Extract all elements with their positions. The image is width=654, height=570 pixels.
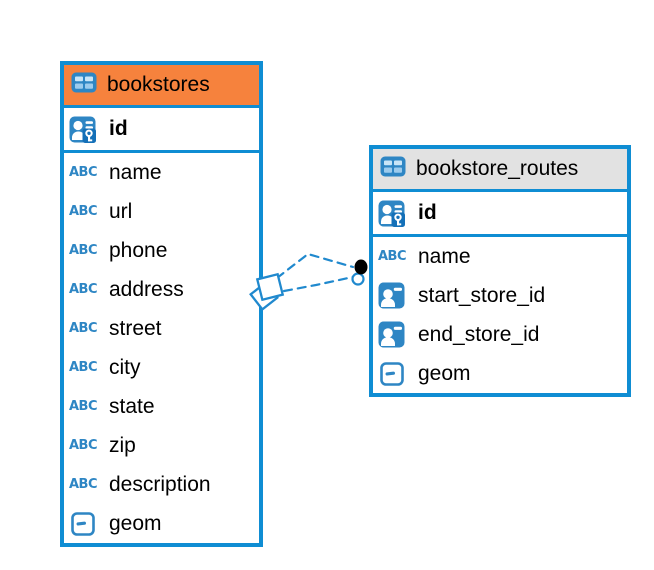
table-bookstores-header[interactable]: bookstores [64, 65, 259, 105]
text-type-icon: ABC [69, 282, 98, 297]
relationship-lines[interactable] [249, 252, 368, 311]
column-row-state[interactable]: ABC state [64, 387, 259, 426]
table-bookstores[interactable]: bookstores id ABC n [60, 61, 263, 547]
column-row-id[interactable]: id [373, 192, 627, 234]
text-type-icon: ABC [69, 321, 98, 336]
text-type-icon: ABC [69, 165, 98, 180]
column-row-geom[interactable]: geom [373, 354, 627, 393]
column-name: id [418, 201, 437, 224]
column-name: url [109, 199, 133, 223]
column-row-name[interactable]: ABC name [64, 153, 259, 192]
table-name: bookstores [107, 73, 210, 96]
column-row-street[interactable]: ABC street [64, 309, 259, 348]
text-type-icon: ABC [378, 249, 407, 264]
column-name: name [109, 160, 162, 184]
column-name: geom [109, 511, 162, 535]
text-type-icon: ABC [69, 204, 98, 219]
text-type-icon: ABC [69, 399, 98, 414]
geometry-type-icon [378, 361, 412, 386]
column-name: name [418, 244, 471, 268]
foreign-key-icon [378, 321, 412, 348]
column-name: end_store_id [418, 322, 540, 346]
column-name: description [109, 472, 211, 496]
column-row-zip[interactable]: ABC zip [64, 426, 259, 465]
dot-marker [351, 259, 368, 286]
column-row-description[interactable]: ABC description [64, 465, 259, 504]
primary-key-icon [378, 200, 412, 227]
geometry-type-icon [69, 511, 103, 536]
row-separator [64, 105, 259, 108]
column-name: state [109, 394, 155, 418]
column-row-id[interactable]: id [64, 108, 259, 150]
table-bookstore-routes-header[interactable]: bookstore_routes [373, 149, 627, 189]
column-row-url[interactable]: ABC url [64, 192, 259, 231]
column-name: city [109, 355, 141, 379]
column-name: phone [109, 238, 168, 262]
column-name: id [109, 117, 128, 140]
text-type-icon: ABC [69, 360, 98, 375]
table-icon [71, 72, 97, 98]
column-name: street [109, 316, 162, 340]
column-name: zip [109, 433, 136, 457]
text-type-icon: ABC [69, 477, 98, 492]
column-row-address[interactable]: ABC address [64, 270, 259, 309]
column-row-start-store-id[interactable]: start_store_id [373, 276, 627, 315]
row-separator [373, 234, 627, 237]
table-bookstore-routes[interactable]: bookstore_routes id ABC [369, 145, 631, 397]
column-row-city[interactable]: ABC city [64, 348, 259, 387]
column-row-name[interactable]: ABC name [373, 237, 627, 276]
row-separator [64, 150, 259, 153]
table-icon [380, 156, 406, 182]
column-name: geom [418, 361, 471, 385]
column-row-end-store-id[interactable]: end_store_id [373, 315, 627, 354]
column-row-phone[interactable]: ABC phone [64, 231, 259, 270]
row-separator [373, 189, 627, 192]
text-type-icon: ABC [69, 243, 98, 258]
table-name: bookstore_routes [416, 157, 579, 180]
column-name: address [109, 277, 184, 301]
column-name: start_store_id [418, 283, 546, 307]
foreign-key-icon [378, 282, 412, 309]
column-row-geom[interactable]: geom [64, 504, 259, 543]
text-type-icon: ABC [69, 438, 98, 453]
primary-key-icon [69, 116, 103, 143]
